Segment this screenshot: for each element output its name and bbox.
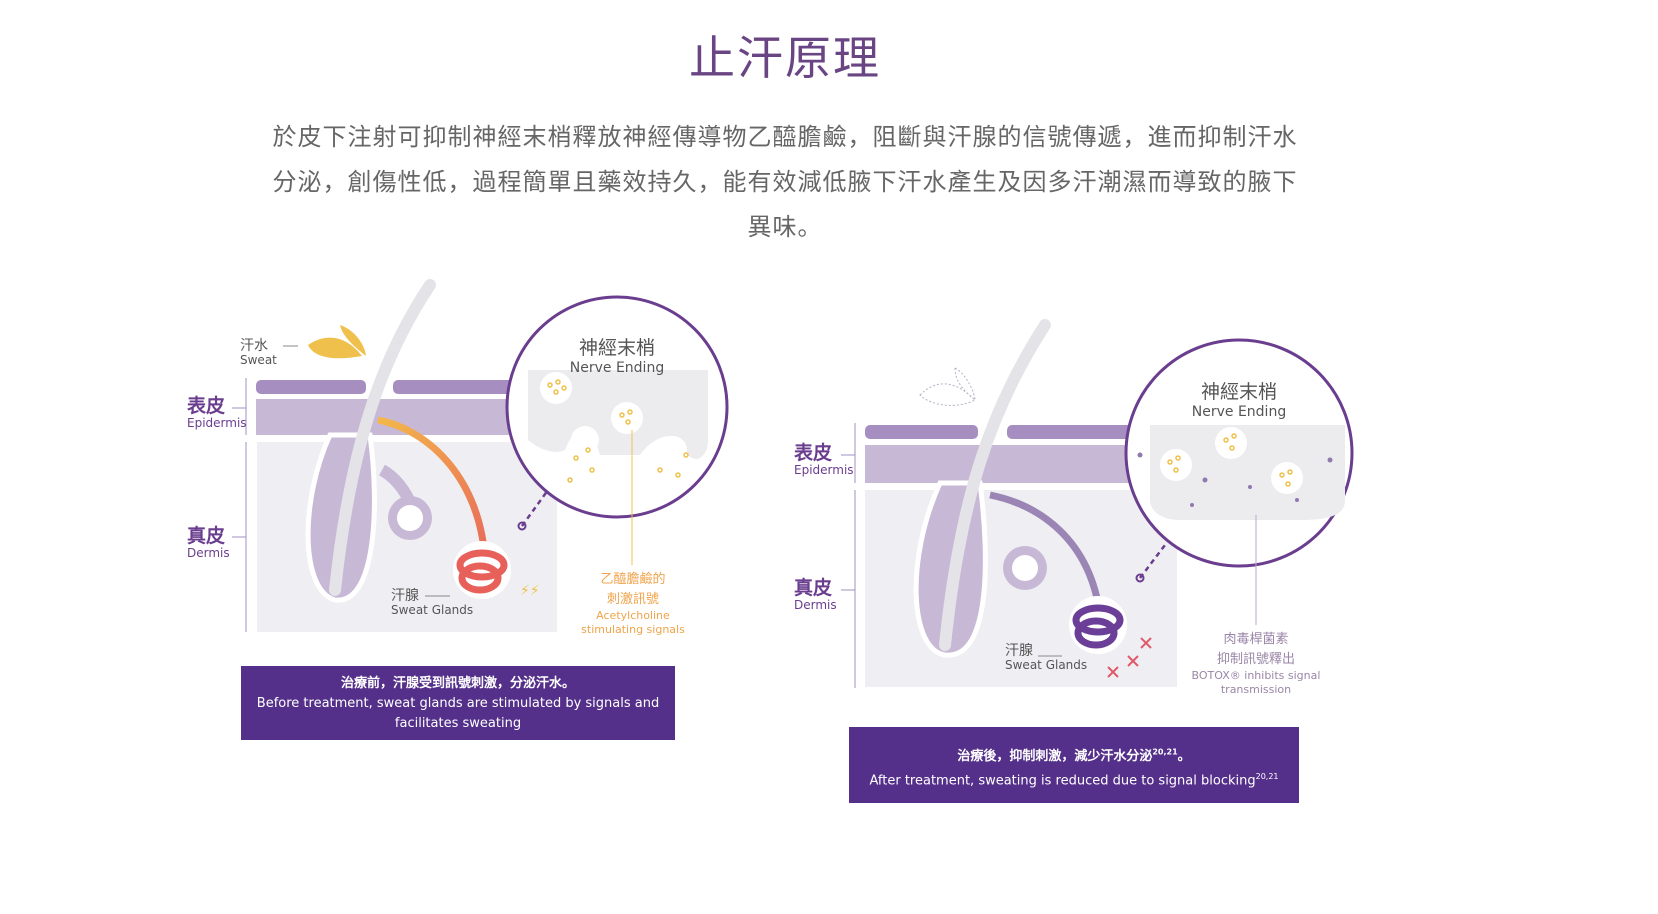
blocked-x-icon (1107, 637, 1152, 678)
botox-zh1: 肉毒桿菌素 (1223, 632, 1289, 647)
before-skin-diagram: ⚡⚡ (232, 279, 729, 632)
sweat-gland-active (453, 541, 511, 599)
glands-zh: 汗腺 (1005, 643, 1033, 659)
dermis-zh: 真皮 (187, 525, 226, 547)
sweat-gland-inactive (1069, 596, 1127, 654)
citation: 20,21 (1255, 772, 1279, 782)
botox-en2: transmission (1220, 683, 1292, 697)
page-title: 止汗原理 (689, 31, 881, 85)
epidermis-zh: 表皮 (187, 395, 226, 417)
lightning-icon: ⚡⚡ (520, 583, 540, 599)
after-skin-diagram (841, 319, 1354, 688)
epidermis-zh: 表皮 (794, 442, 833, 464)
before-caption-zh: 治療前，汗腺受到訊號刺激，分泌汗水。 (340, 676, 575, 691)
before-caption: 治療前，汗腺受到訊號刺激，分泌汗水。 Before treatment, swea… (241, 666, 675, 740)
nerve-zh: 神經末梢 (578, 337, 655, 359)
no-sweat-icon (919, 367, 976, 406)
caption-end: 。 (1177, 749, 1191, 765)
signal-en2: stimulating signals (581, 623, 685, 637)
citation: 20,21 (1152, 748, 1178, 757)
after-caption-en: After treatment, sweating is reduced due… (869, 773, 1256, 789)
signal-zh2: 刺激訊號 (606, 591, 659, 607)
epidermis-en: Epidermis (794, 462, 854, 477)
glands-en: Sweat Glands (391, 603, 474, 618)
nerve-zh: 神經末梢 (1200, 381, 1277, 403)
dermis-en: Dermis (187, 545, 230, 560)
intro-text: 於皮下注射可抑制神經末梢釋放神經傳導物乙醯膽鹼，阻斷與汗腺的信號傳遞，進而抑制汗… (272, 123, 1298, 241)
nerve-en: Nerve Ending (569, 359, 665, 376)
nerve-en: Nerve Ending (1191, 403, 1287, 420)
botox-en1: BOTOX® inhibits signal (1191, 669, 1321, 682)
after-caption: 治療後，抑制刺激，減少汗水分泌20,21。After treatment, sw… (849, 727, 1299, 803)
signal-en1: Acetylcholine (596, 609, 670, 622)
signal-zh1: 乙醯膽鹼的 (600, 572, 666, 587)
before-caption-en: Before treatment, sweat glands are stimu… (256, 696, 660, 731)
sweat-label-en: Sweat (240, 353, 277, 368)
epidermis-en: Epidermis (187, 415, 247, 430)
dermis-en: Dermis (794, 597, 837, 612)
glands-en: Sweat Glands (1005, 658, 1088, 673)
botox-zh2: 抑制訊號釋出 (1216, 651, 1295, 667)
sweat-label-zh: 汗水 (240, 338, 268, 354)
glands-zh: 汗腺 (391, 588, 419, 604)
sweat-drop-icon (308, 325, 366, 359)
dermis-zh: 真皮 (794, 577, 833, 599)
after-caption-zh: 治療後，抑制刺激，減少汗水分泌 (957, 749, 1153, 765)
